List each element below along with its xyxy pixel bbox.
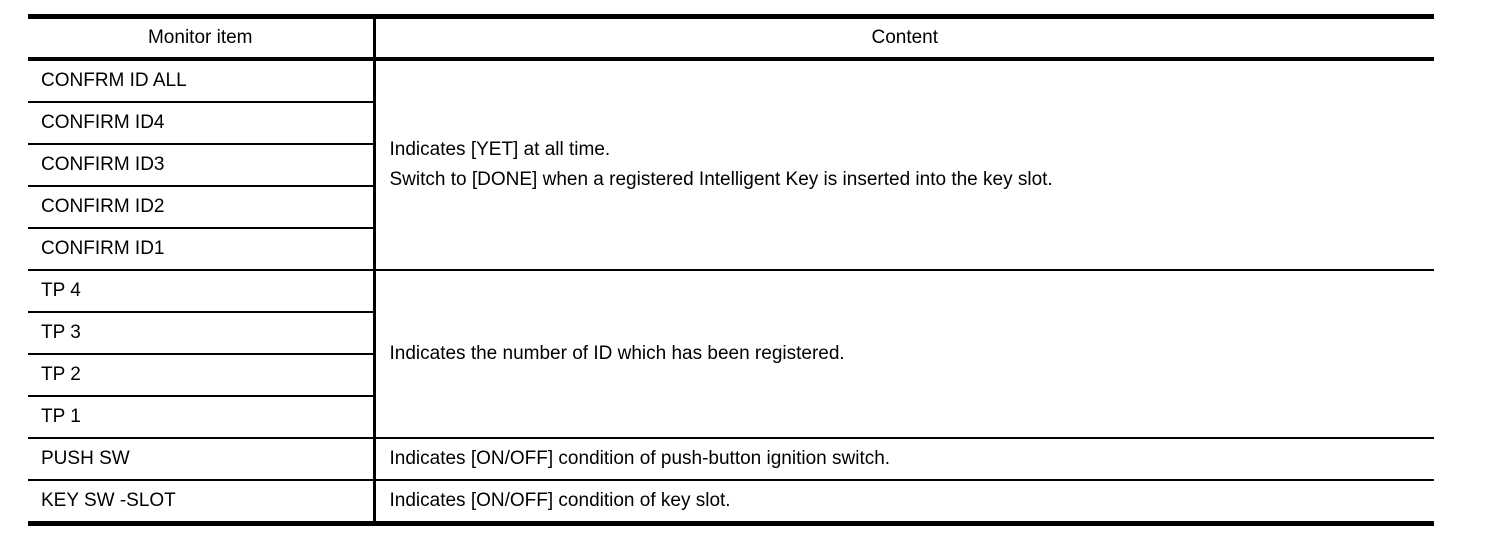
- monitor-item-tp2: TP 2: [28, 354, 376, 397]
- table-row: TP 3: [28, 312, 1434, 355]
- table-row: CONFIRM ID4: [28, 102, 1434, 145]
- monitor-item-table: Monitor item Content CONFRM ID ALL Indic…: [28, 14, 1434, 526]
- content-cell-confirm-group: Indicates [YET] at all time. Switch to […: [374, 59, 1434, 271]
- monitor-item-push-sw: PUSH SW: [28, 438, 376, 481]
- table-row: CONFIRM ID2: [28, 186, 1434, 229]
- table-row: CONFRM ID ALL Indicates [YET] at all tim…: [28, 59, 1434, 271]
- table-row: KEY SW -SLOT Indicates [ON/OFF] conditio…: [28, 480, 1434, 525]
- content-line: Indicates [ON/OFF] condition of push-but…: [389, 448, 891, 469]
- monitor-item-confirm-id1: CONFIRM ID1: [28, 228, 376, 271]
- monitor-item-confirm-id3: CONFIRM ID3: [28, 144, 376, 187]
- content-line: Indicates [YET] at all time.: [389, 139, 611, 160]
- content-cell-tp-group: Indicates the number of ID which has bee…: [374, 270, 1434, 439]
- header-row: Monitor item Content: [28, 16, 1434, 61]
- monitor-item-confrm-id-all: CONFRM ID ALL: [28, 59, 376, 103]
- table-row: CONFIRM ID3: [28, 144, 1434, 187]
- monitor-item-confirm-id2: CONFIRM ID2: [28, 186, 376, 229]
- monitor-item-confirm-id4: CONFIRM ID4: [28, 102, 376, 145]
- content-line: Indicates the number of ID which has bee…: [389, 343, 845, 364]
- table-row: CONFIRM ID1: [28, 228, 1434, 271]
- monitor-item-key-sw-slot: KEY SW -SLOT: [28, 480, 376, 525]
- content-line: Indicates [ON/OFF] condition of key slot…: [389, 490, 731, 511]
- table-row: TP 2: [28, 354, 1434, 397]
- table-row: PUSH SW Indicates [ON/OFF] condition of …: [28, 438, 1434, 481]
- monitor-item-tp1: TP 1: [28, 396, 376, 439]
- table-row: TP 1: [28, 396, 1434, 439]
- table-row: TP 4 Indicates the number of ID which ha…: [28, 270, 1434, 439]
- column-header-monitor-item: Monitor item: [28, 16, 376, 61]
- column-header-content: Content: [374, 16, 1434, 61]
- content-cell-push-sw: Indicates [ON/OFF] condition of push-but…: [374, 438, 1434, 481]
- content-cell-key-sw-slot: Indicates [ON/OFF] condition of key slot…: [374, 480, 1434, 525]
- monitor-item-tp4: TP 4: [28, 270, 376, 313]
- content-line: Switch to [DONE] when a registered Intel…: [389, 169, 1053, 190]
- monitor-item-tp3: TP 3: [28, 312, 376, 355]
